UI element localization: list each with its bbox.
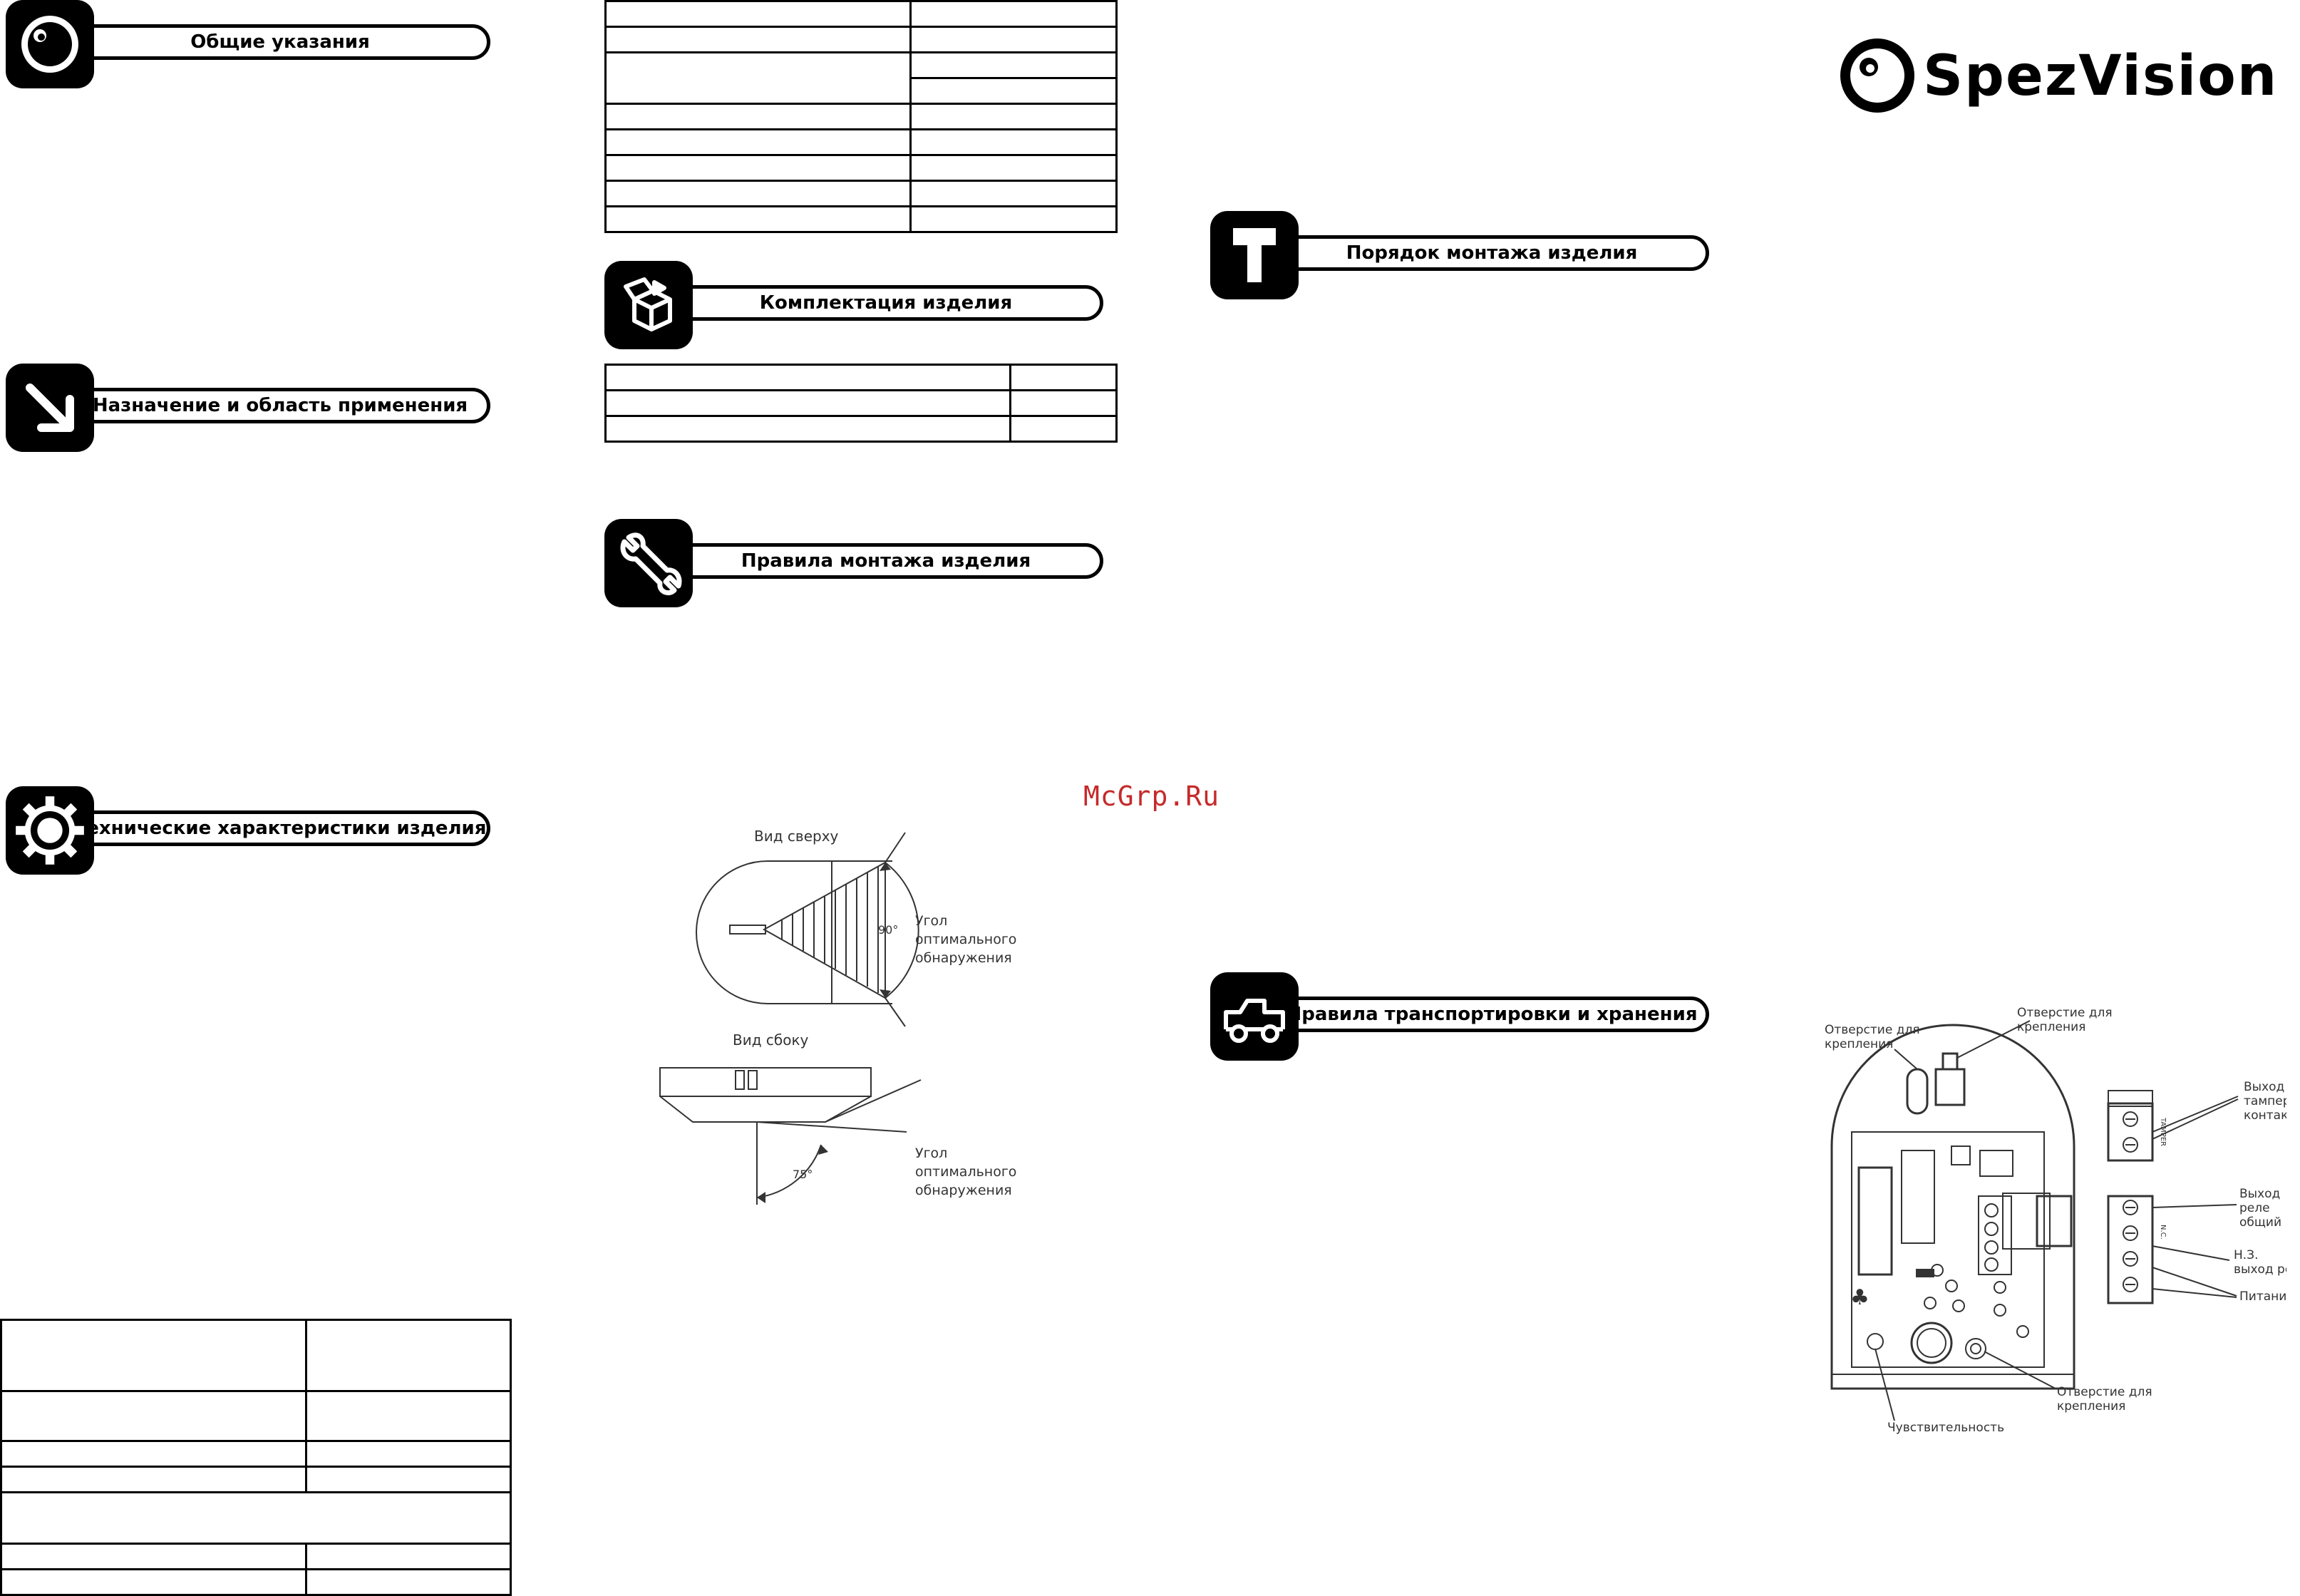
table-row (0, 1491, 512, 1545)
detection-angle-figure: Вид сверху 90° Угол оптимального обнаруж… (650, 820, 1049, 1208)
section-header-general: Общие указания (6, 0, 490, 93)
table-row (604, 389, 1118, 417)
table-row (604, 415, 1118, 443)
section-title: Порядок монтажа изделия (1274, 235, 1709, 271)
relay-common-label-3: общий (2239, 1215, 2281, 1230)
table-row (0, 1440, 512, 1468)
specs-table (0, 1319, 512, 1596)
arrow-down-right-icon (6, 364, 94, 452)
sensitivity-label: Чувствительность (1887, 1421, 2004, 1435)
tamper-vertical-label: TAMPER (2159, 1117, 2167, 1146)
hole-label-bottom-2: крепления (2057, 1399, 2125, 1414)
table-row (606, 77, 1118, 105)
section-title: Комплектация изделия (669, 285, 1103, 321)
table-row (604, 103, 1118, 130)
table-row (0, 1543, 512, 1570)
table-row (604, 205, 1118, 233)
hole-label-top-right-1: Отверстие для (2017, 1006, 2113, 1020)
tamper-label-1: Выход (2244, 1080, 2284, 1094)
hole-label-top-left-2: крепления (1825, 1037, 1893, 1051)
watermark: McGrp.Ru (1083, 781, 1220, 812)
section-header-install-rules: Правила монтажа изделия (604, 519, 1103, 612)
table-row (604, 364, 1118, 391)
tamper-label-2: тампер- (2244, 1094, 2286, 1108)
relay-common-label-1: Выход (2239, 1187, 2280, 1201)
eye-icon (6, 0, 94, 88)
angle-side-label: 75° (793, 1168, 813, 1181)
table-row (0, 1390, 512, 1442)
tamper-label-3: контакта (2244, 1108, 2286, 1123)
optimal-angle-side-line-2: оптимального (915, 1164, 1016, 1180)
table-row (604, 26, 1118, 53)
section-title: Назначение и область применения (70, 388, 490, 423)
wiring-diagram-figure: Отверстие для крепления Отверстие для кр… (1816, 1004, 2300, 1449)
relay-common-label-2: реле (2239, 1201, 2270, 1215)
power-label: Питание (2239, 1289, 2286, 1304)
section-header-specs: Технические характеристики изделия (6, 786, 490, 879)
section-title: Правила транспортировки и хранения (1274, 997, 1709, 1032)
nc-vertical-label: N.C. (2159, 1225, 2167, 1240)
angle-top-label: 90° (878, 923, 898, 937)
optimal-angle-line-1: Угол (915, 913, 947, 929)
section-title: Общие указания (70, 24, 490, 60)
table-row (0, 1466, 512, 1493)
section-header-transport: Правила транспортировки и хранения (1210, 972, 1709, 1065)
table-row (0, 1319, 512, 1392)
top-view-label: Вид сверху (754, 828, 839, 845)
table-row (604, 154, 1118, 182)
relay-nc-label-1: Н.З. (2234, 1248, 2259, 1262)
optimal-angle-side-line-1: Угол (915, 1145, 947, 1161)
section-title: Технические характеристики изделия (70, 810, 490, 846)
section-header-install-order: Порядок монтажа изделия (1210, 211, 1709, 304)
specs-table-continued (604, 0, 1118, 233)
optimal-angle-line-2: оптимального (915, 932, 1016, 947)
side-view-label: Вид сбоку (733, 1031, 809, 1049)
wrench-icon (604, 519, 693, 607)
table-row (604, 128, 1118, 156)
hole-label-top-right-2: крепления (2017, 1020, 2085, 1034)
section-header-kit: Комплектация изделия (604, 261, 1103, 354)
hammer-icon (1210, 211, 1299, 299)
section-title: Правила монтажа изделия (669, 543, 1103, 579)
kit-table (604, 364, 1118, 443)
relay-nc-label-2: выход реле (2234, 1262, 2286, 1277)
hole-label-bottom-1: Отверстие для (2057, 1385, 2152, 1399)
table-row (604, 0, 1118, 28)
svg-text:♣: ♣ (1850, 1285, 1870, 1310)
optimal-angle-side-line-3: обнаружения (915, 1183, 1012, 1198)
table-row (0, 1568, 512, 1596)
truck-icon (1210, 972, 1299, 1061)
spezvision-logo: SpezVision (1837, 34, 2294, 122)
table-row (604, 180, 1118, 207)
logo-text: SpezVision (1923, 44, 2278, 108)
box-icon (604, 261, 693, 349)
hole-label-top-left-1: Отверстие для (1825, 1023, 1920, 1037)
section-header-purpose: Назначение и область применения (6, 364, 490, 456)
gear-icon (6, 786, 94, 875)
table-row (604, 51, 1118, 105)
optimal-angle-line-3: обнаружения (915, 950, 1012, 966)
